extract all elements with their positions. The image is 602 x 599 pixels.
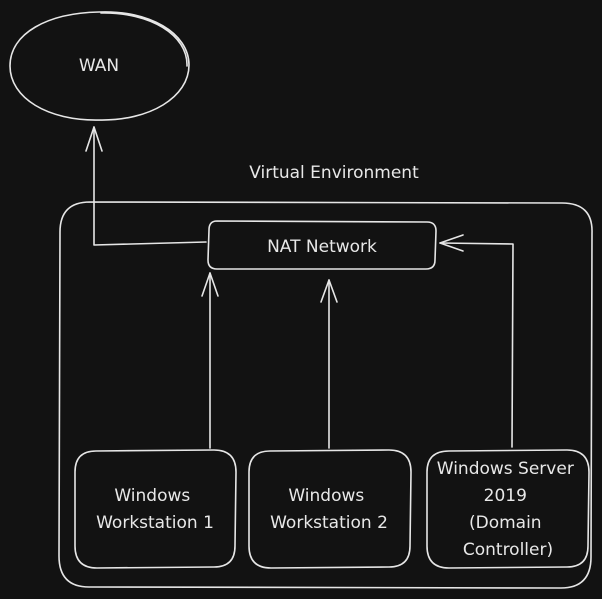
workstation-1-line-2: Workstation 1	[96, 513, 214, 533]
workstation-2-node: Windows Workstation 2	[248, 449, 412, 569]
workstation-1-label: Windows Workstation 1	[96, 486, 214, 533]
nat-network-box	[207, 220, 437, 270]
arrow-workstation-2-to-nat	[320, 279, 338, 449]
workstation-2-line-2: Workstation 2	[270, 513, 388, 533]
server-label: Windows Server 2019 (Domain Controller)	[437, 459, 579, 560]
nat-network-label: NAT Network	[267, 237, 377, 257]
wan-node: WAN	[9, 11, 190, 121]
workstation-2-line-1: Windows	[288, 486, 364, 506]
workstation-1-box	[74, 449, 237, 569]
virtual-environment-label: Virtual Environment	[249, 163, 419, 183]
virtual-environment-group: Virtual Environment	[58, 163, 593, 589]
workstation-2-box	[248, 449, 412, 569]
nat-network-node: NAT Network	[207, 220, 437, 270]
arrow-workstation-1-to-nat	[201, 272, 219, 449]
workstation-2-label: Windows Workstation 2	[270, 486, 388, 533]
wan-label: WAN	[79, 56, 119, 76]
server-line-3: (Domain	[469, 513, 542, 533]
arrow-server-to-nat	[439, 234, 514, 448]
arrow-nat-to-wan	[85, 126, 207, 246]
server-line-1: Windows Server	[437, 459, 574, 479]
workstation-1-node: Windows Workstation 1	[74, 449, 237, 569]
virtual-environment-box	[58, 201, 593, 589]
server-line-4: Controller)	[463, 540, 553, 560]
server-line-2: 2019	[484, 486, 527, 506]
workstation-1-line-1: Windows	[114, 486, 190, 506]
server-node: Windows Server 2019 (Domain Controller)	[426, 449, 590, 569]
wan-ellipse	[9, 11, 190, 121]
server-box	[426, 449, 590, 569]
